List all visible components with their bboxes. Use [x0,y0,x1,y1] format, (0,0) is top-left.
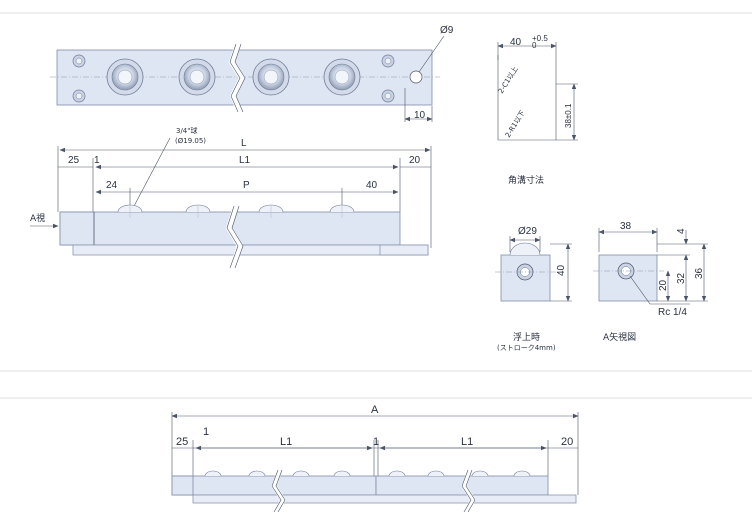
bottom-1a-label: 1 [203,426,209,438]
dim-24-label: 24 [106,180,118,191]
dim-P-label: P [243,180,250,191]
front-view: L 25 1 L1 20 24 P 40 3/4"球 (Ø19.05) [30,126,432,270]
float-caption: 浮上時 [513,331,540,343]
overall-L-label: L [241,138,247,149]
end-h36-label: 36 [694,267,705,279]
float-sub-caption: (ストローク4mm) [497,344,556,352]
ball-unit-icon [106,58,361,96]
groove-width-label: 40 [510,37,522,48]
dim-L1-label: L1 [239,155,251,166]
top-view: Ø9 10 [50,25,454,122]
overall-A-label: A [371,404,379,416]
float-view: Ø29 40 浮上時 (ストローク4mm) [495,226,572,352]
groove-depth-label: 38±0.1 [564,103,573,128]
hole-offset-label: 10 [414,110,426,121]
end-view: 38 4 32 36 20 Rc 1/4 A矢視図 [593,221,708,343]
dim-40-label: 40 [366,180,378,191]
bottom-view: A 25 1 L1 1 L1 20 [171,404,579,514]
dim-25-label: 25 [68,155,80,166]
ball-bump-icon [117,204,355,218]
groove-detail: 40 +0.5 0 38±0.1 2-C1以上 2-R1以下 角溝寸法 [496,34,578,186]
end-t-label: 4 [676,228,687,234]
bottom-1b-label: 1 [373,436,379,448]
chamfer2-label: 2-R1以下 [504,109,527,139]
ball-note-label: 3/4"球 [176,126,198,135]
end-h32-label: 32 [676,272,687,284]
ball-dia-label: (Ø19.05) [175,137,206,145]
groove-tol-label: +0.5 [532,34,548,43]
float-height-label: 40 [556,264,567,276]
ball-bump-icon [204,470,531,477]
float-dia-label: Ø29 [518,226,537,237]
groove-caption: 角溝寸法 [508,174,544,186]
bottom-L1b-label: L1 [461,436,473,448]
end-caption: A矢視図 [603,331,636,343]
bolt-icon [72,54,395,103]
groove-tol-low-label: 0 [532,41,537,50]
chamfer1-label: 2-C1以上 [496,65,520,95]
view-A-label: A視 [30,212,45,224]
bottom-25-label: 25 [176,436,188,448]
bottom-L1a-label: L1 [280,436,292,448]
end-h20-label: 20 [658,279,669,291]
bottom-20-label: 20 [561,436,573,448]
port-label: Rc 1/4 [658,307,687,318]
hole-dia-label: Ø9 [440,25,454,36]
dim-1-label: 1 [94,155,100,166]
end-width-label: 38 [620,221,632,232]
dim-20-label: 20 [409,155,421,166]
